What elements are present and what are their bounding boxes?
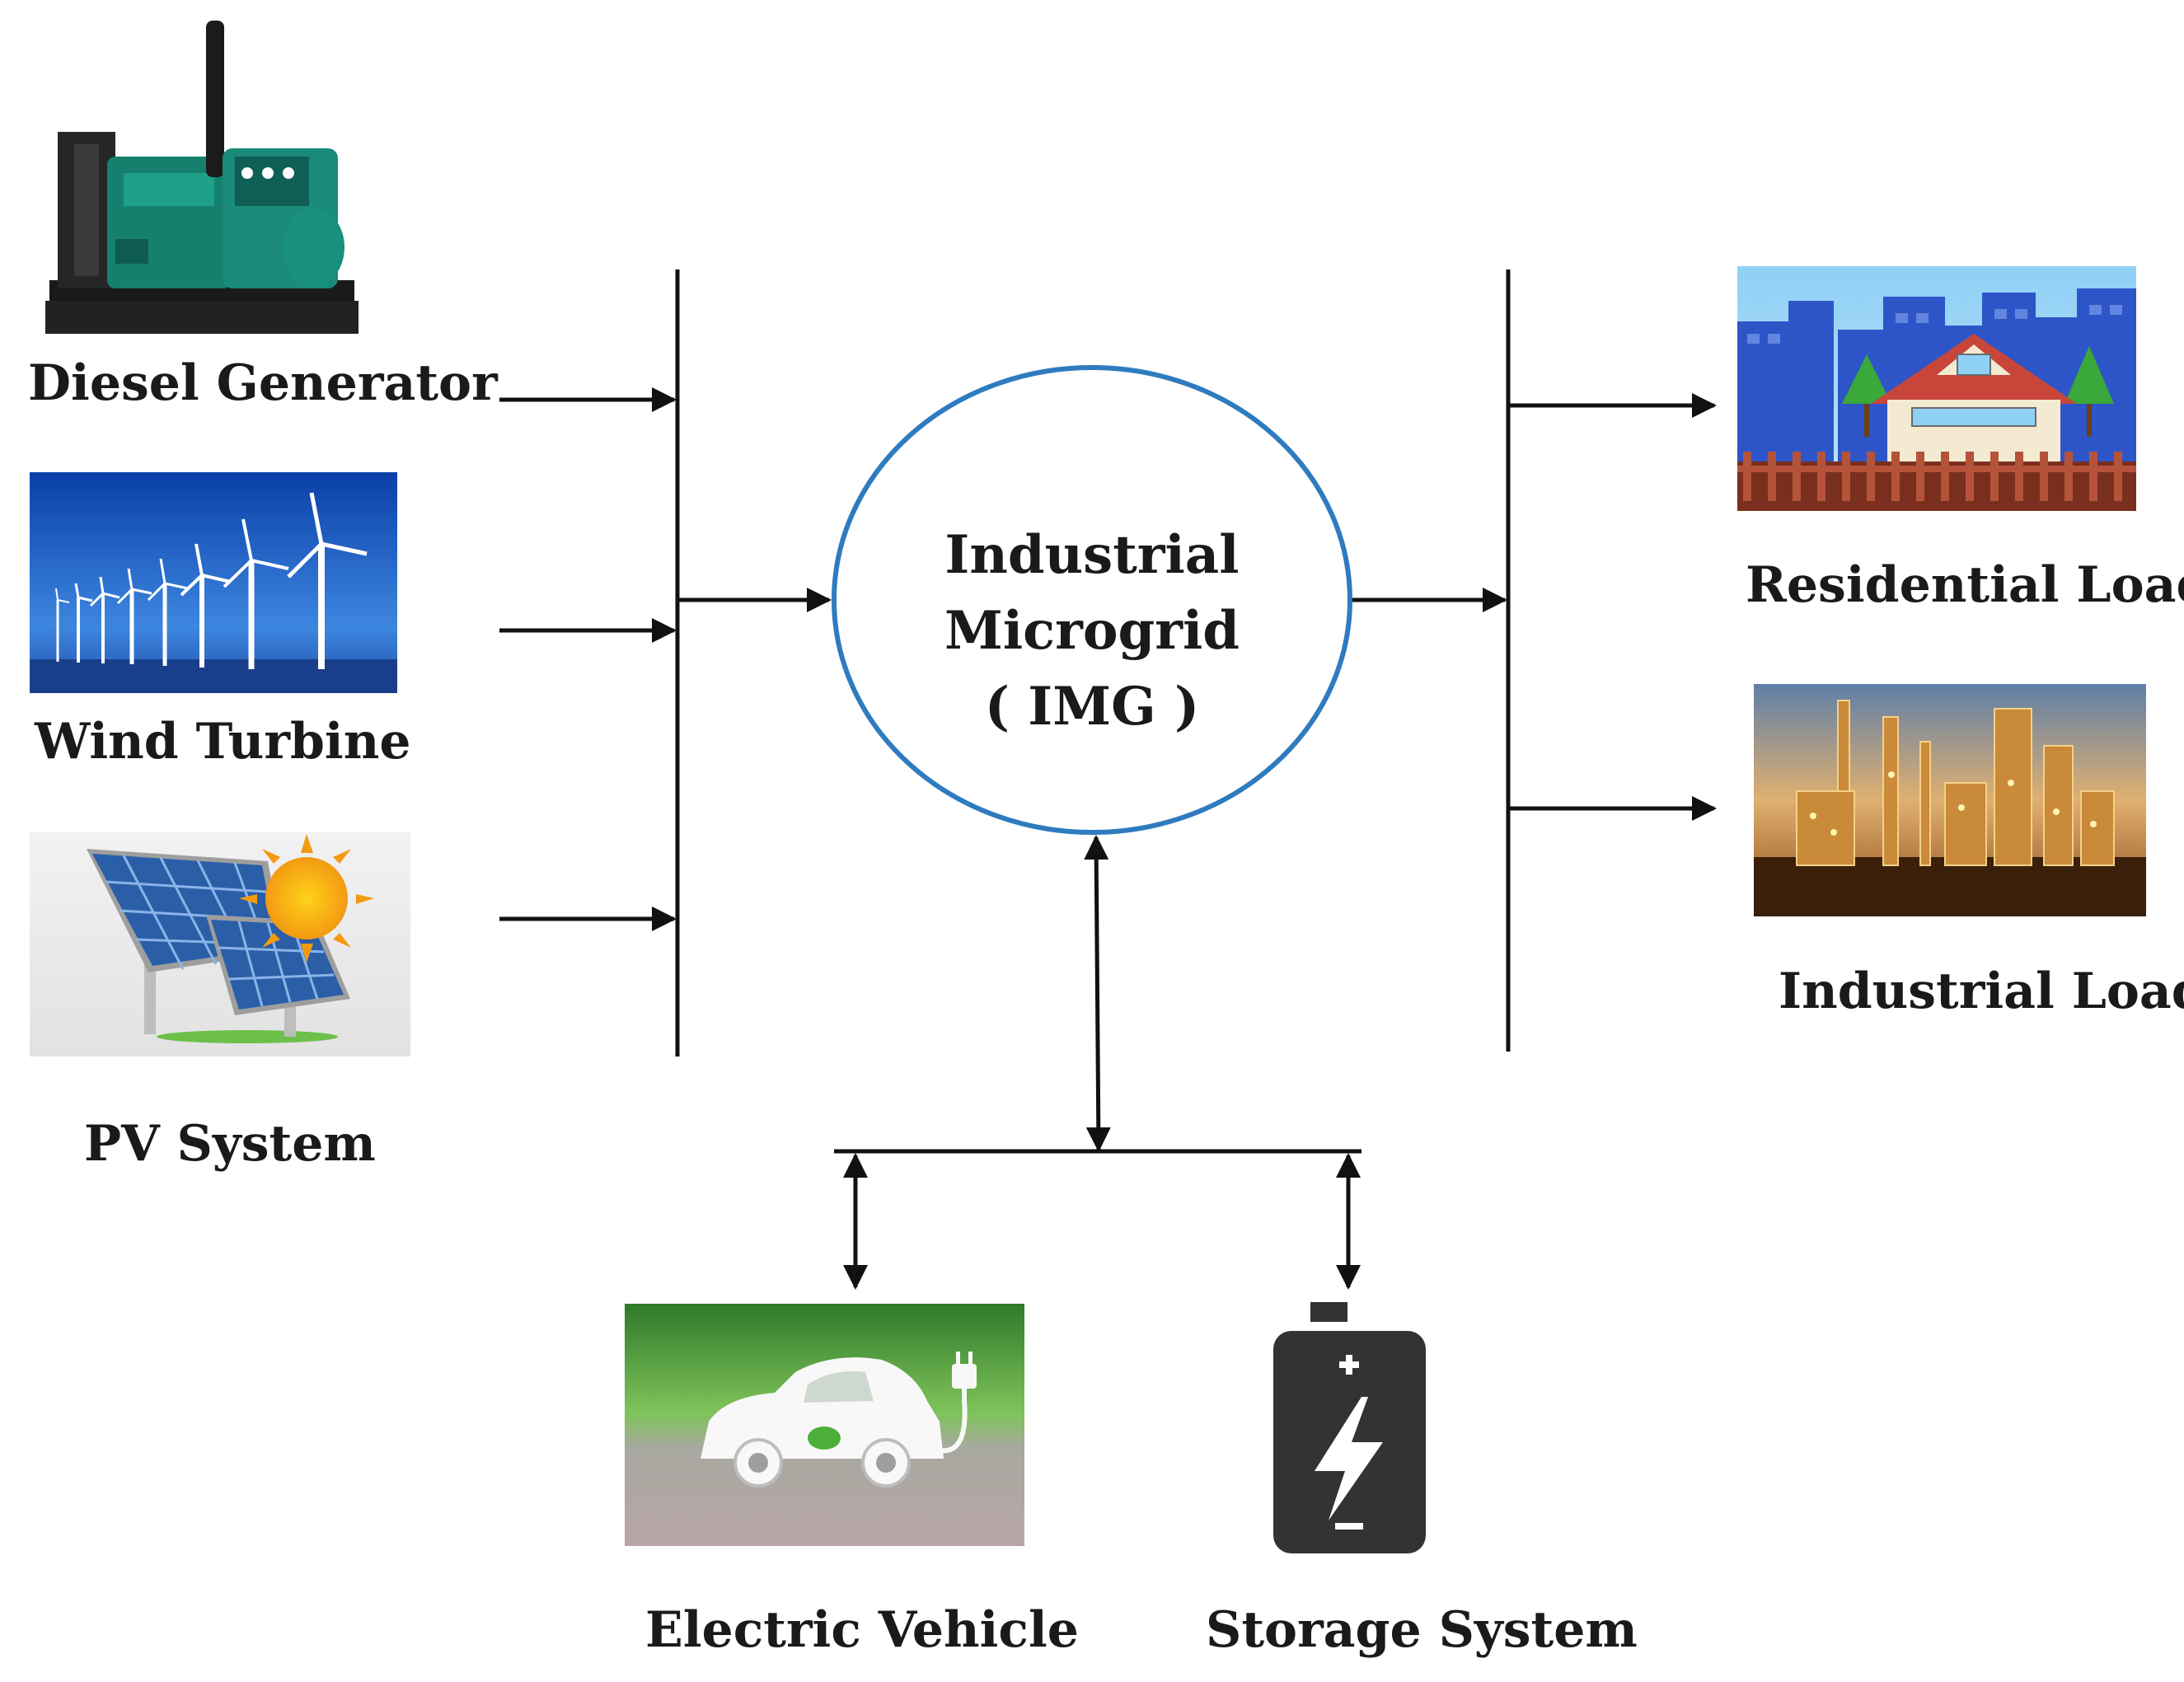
center-title-line3: ( IMG ) xyxy=(984,676,1200,738)
label-industrial-load: Industrial Load xyxy=(1779,963,2184,1020)
battery-icon xyxy=(1273,1302,1426,1553)
label-pv-system: PV System xyxy=(84,1115,376,1173)
label-residential-load: Residential Load xyxy=(1746,556,2184,614)
wind-turbine-icon xyxy=(30,472,397,693)
label-storage-system: Storage System xyxy=(1206,1601,1638,1659)
diesel-generator-icon xyxy=(45,21,359,334)
industrial-load-icon xyxy=(1754,684,2146,916)
center-title-line1: Industrial xyxy=(944,524,1240,586)
pv-system-icon xyxy=(30,832,410,1057)
center-title: Industrial Microgrid ( IMG ) xyxy=(832,518,1352,745)
label-diesel-generator: Diesel Generator xyxy=(28,354,498,412)
connection-lines xyxy=(499,269,1717,1290)
electric-vehicle-icon xyxy=(625,1304,1024,1546)
center-title-line2: Microgrid xyxy=(944,600,1240,662)
industrial-microgrid-circle xyxy=(832,365,1352,835)
arrow-img-storagebus xyxy=(1084,835,1111,1152)
label-electric-vehicle: Electric Vehicle xyxy=(645,1601,1079,1659)
label-wind-turbine: Wind Turbine xyxy=(35,713,411,771)
residential-load-icon xyxy=(1737,266,2136,511)
